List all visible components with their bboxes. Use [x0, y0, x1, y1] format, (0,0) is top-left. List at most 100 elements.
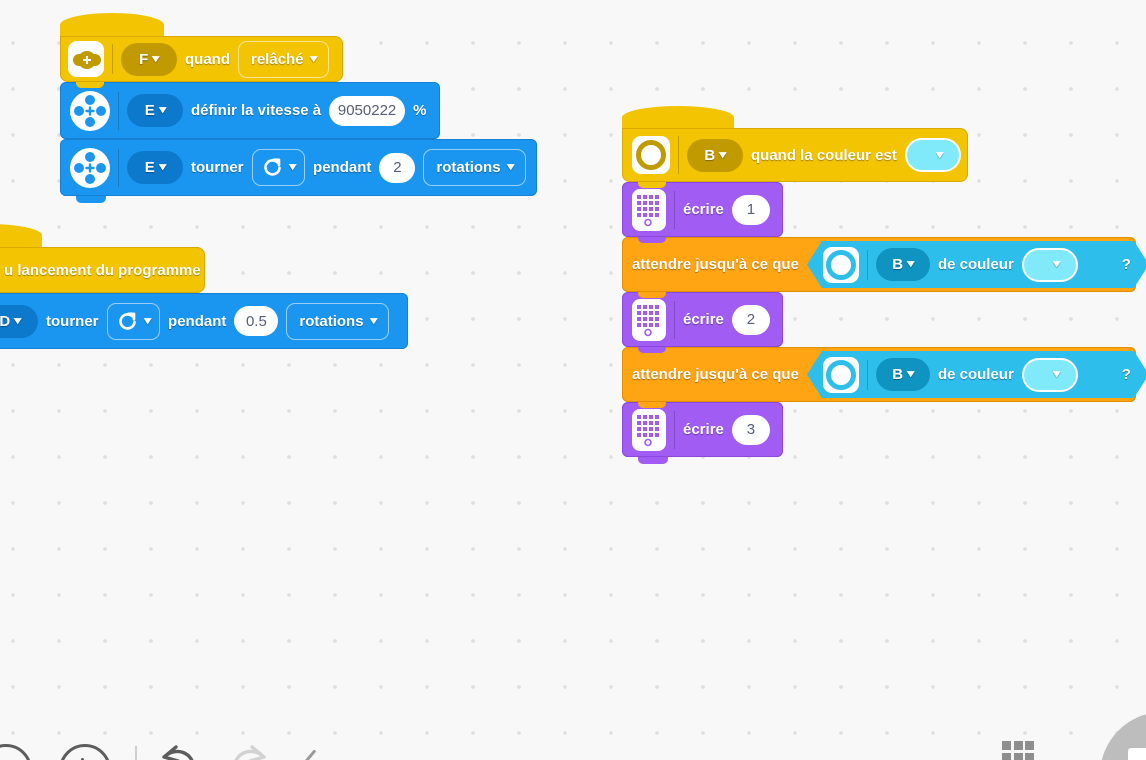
toolbar-icon-partial[interactable] [302, 749, 316, 760]
divider [674, 190, 675, 229]
color-dropdown[interactable]: ▾ [904, 138, 961, 172]
light-matrix-icon [632, 408, 666, 451]
connector-tab [638, 402, 666, 408]
port-dropdown[interactable]: D ▾ [0, 304, 38, 338]
divider [867, 250, 868, 280]
unit-value: rotations [436, 159, 501, 176]
color-dropdown[interactable]: ▾ [1022, 248, 1078, 282]
speed-input[interactable]: 9050222 [329, 95, 406, 126]
write-input[interactable]: 2 [731, 304, 770, 335]
connector-tab [638, 347, 666, 353]
of-color-label: de couleur [937, 366, 1014, 383]
unit-dropdown[interactable]: rotations ▾ [286, 302, 390, 340]
block-write-3[interactable]: écrire 3 [622, 402, 783, 457]
port-dropdown[interactable]: E ▾ [127, 151, 183, 184]
chevron-down-icon: ▾ [14, 314, 22, 327]
grid-view-button[interactable] [1002, 741, 1034, 760]
divider [674, 300, 675, 339]
unit-dropdown[interactable]: rotations ▾ [423, 149, 527, 186]
direction-dropdown[interactable]: ▾ [106, 302, 161, 340]
hat-dome [0, 224, 42, 247]
port-dropdown[interactable]: B ▾ [876, 248, 930, 281]
port-dropdown[interactable]: B ▾ [687, 138, 743, 172]
chevron-down-icon: ▾ [143, 314, 151, 327]
chevron-down-icon: ▾ [158, 104, 167, 116]
connector-tab [638, 237, 666, 243]
chevron-down-icon: ▾ [907, 368, 915, 380]
rotate-clockwise-icon [263, 158, 281, 176]
unit-value: rotations [299, 312, 364, 330]
wait-until-label: attendre jusqu'à ce que [632, 256, 799, 273]
write-label: écrire [683, 421, 724, 438]
chevron-down-icon: ▾ [907, 258, 915, 270]
block-set-speed[interactable]: E ▾ définir la vitesse à 9050222 % [60, 82, 440, 139]
color-dropdown[interactable]: ▾ [1022, 358, 1078, 392]
connector-nub [638, 457, 668, 464]
divider [867, 360, 868, 390]
port-letter: E [144, 159, 155, 176]
question-mark-label: ? [1121, 366, 1131, 383]
zoom-in-button[interactable] [59, 744, 111, 760]
question-mark-label: ? [1121, 256, 1131, 273]
block-wait-until-1[interactable]: attendre jusqu'à ce que B ▾ de couleur ▾… [622, 237, 1136, 292]
port-dropdown[interactable]: F ▾ [121, 42, 177, 76]
rotations-input[interactable]: 2 [379, 152, 416, 183]
program-start-label: u lancement du programme [4, 261, 201, 279]
divider [678, 136, 679, 174]
chevron-down-icon: ▾ [506, 161, 514, 173]
hat-dome [60, 13, 164, 37]
color-condition-block[interactable]: B ▾ de couleur ▾ ? [807, 241, 1146, 288]
chevron-down-icon: ▾ [369, 314, 377, 327]
color-sensor-icon [632, 136, 670, 174]
block-wait-until-2[interactable]: attendre jusqu'à ce que B ▾ de couleur ▾… [622, 347, 1136, 402]
when-label: quand [185, 50, 230, 68]
color-condition-block[interactable]: B ▾ de couleur ▾ ? [807, 351, 1146, 398]
block-when-force-sensor[interactable]: F ▾ quand relâché ▾ [60, 36, 343, 82]
hat-dome [622, 106, 734, 129]
for-label: pendant [168, 312, 227, 330]
write-label: écrire [683, 311, 724, 328]
port-letter: F [139, 50, 149, 68]
write-input[interactable]: 3 [731, 414, 770, 445]
chevron-down-icon: ▾ [158, 161, 167, 173]
sensor-state-dropdown[interactable]: relâché ▾ [238, 40, 330, 78]
redo-button[interactable] [226, 742, 276, 760]
turn-label: tourner [191, 159, 244, 176]
write-label: écrire [683, 201, 724, 218]
connector-tab [638, 182, 666, 188]
block-write-1[interactable]: écrire 1 [622, 182, 783, 237]
force-sensor-icon [68, 41, 104, 77]
block-run-motor-rotations[interactable]: D ▾ tourner ▾ pendant 0.5 rotations ▾ [0, 293, 408, 349]
turn-label: tourner [46, 312, 99, 330]
motor-icon [70, 90, 110, 131]
chevron-down-icon: ▾ [309, 52, 317, 65]
block-when-color-is[interactable]: B ▾ quand la couleur est ▾ [622, 128, 968, 182]
divider [118, 148, 119, 187]
divider [674, 410, 675, 449]
port-dropdown[interactable]: B ▾ [876, 358, 930, 391]
connector-nub [76, 196, 106, 203]
divider [118, 91, 119, 130]
port-dropdown[interactable]: E ▾ [127, 94, 183, 127]
rotate-clockwise-icon [118, 312, 136, 330]
light-matrix-icon [632, 298, 666, 341]
chevron-down-icon: ▾ [719, 148, 727, 161]
chevron-down-icon: ▾ [1053, 258, 1061, 270]
write-input[interactable]: 1 [731, 194, 770, 225]
rotations-input[interactable]: 0.5 [234, 306, 279, 336]
percent-label: % [413, 102, 427, 119]
connector-tab [76, 82, 104, 88]
block-run-motor-rotations[interactable]: E ▾ tourner ▾ pendant 2 rotations ▾ [60, 139, 537, 196]
direction-dropdown[interactable]: ▾ [251, 149, 306, 186]
block-write-2[interactable]: écrire 2 [622, 292, 783, 347]
port-letter: E [144, 102, 155, 119]
port-letter: D [0, 312, 11, 330]
zoom-out-button[interactable] [0, 744, 32, 760]
color-sensor-icon [823, 357, 859, 393]
help-corner-chip [1128, 748, 1146, 760]
block-when-program-starts[interactable]: u lancement du programme [0, 247, 205, 293]
divider [112, 44, 113, 74]
connector-tab [638, 292, 666, 298]
undo-button[interactable] [152, 742, 202, 760]
